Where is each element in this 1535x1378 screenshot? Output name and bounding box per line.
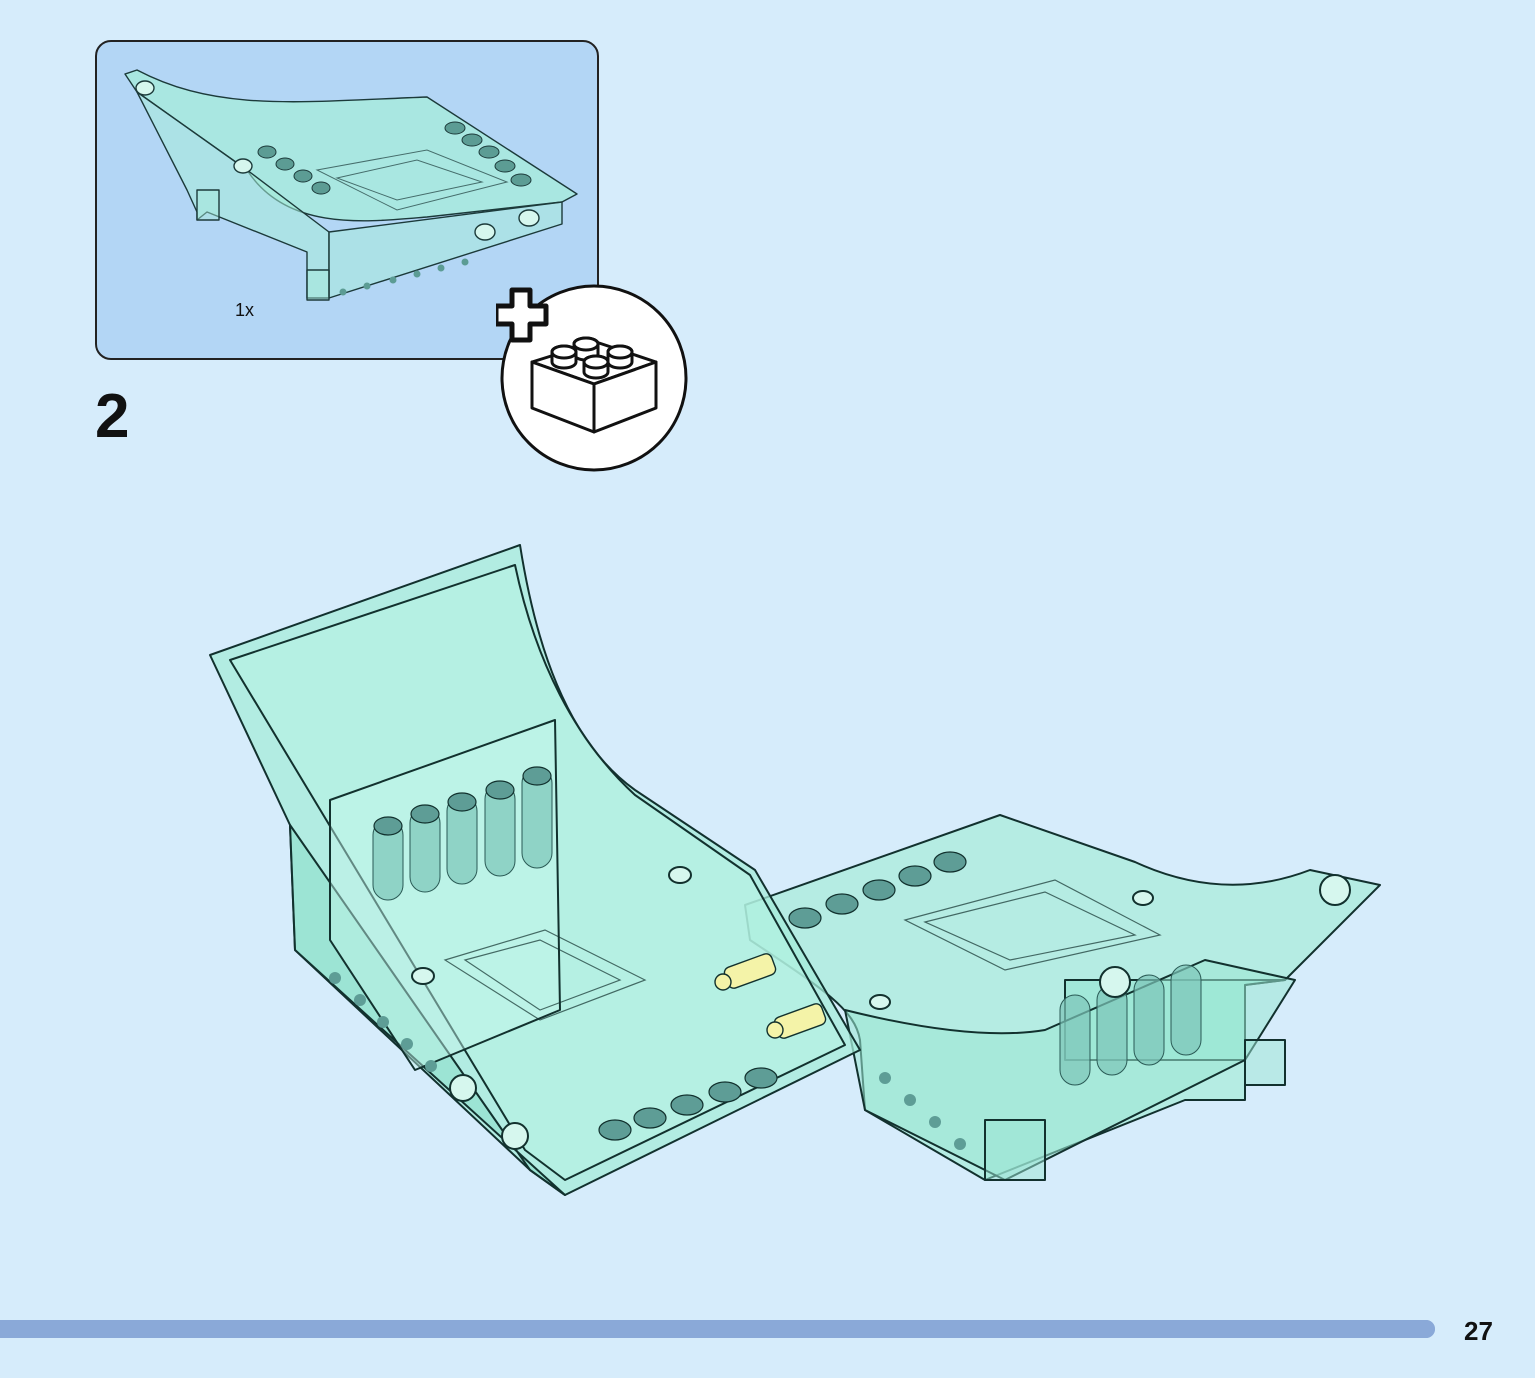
transparent-slope-part-image <box>124 69 578 301</box>
part-quantity: 1x <box>235 300 255 320</box>
right-slope-part <box>744 814 1381 1181</box>
step-number: 2 <box>95 382 130 451</box>
progress-fill <box>0 1320 1435 1338</box>
add-brick-badge <box>496 284 688 472</box>
page-number: 27 <box>1464 1316 1493 1346</box>
assembly-illustration <box>209 544 1381 1196</box>
progress-bar <box>0 1320 1435 1338</box>
left-slope-part <box>209 544 861 1196</box>
plus-icon <box>496 287 549 343</box>
parts-callout: 1x <box>95 40 599 360</box>
brick-icon <box>530 336 658 434</box>
connector-pins <box>714 953 827 1039</box>
